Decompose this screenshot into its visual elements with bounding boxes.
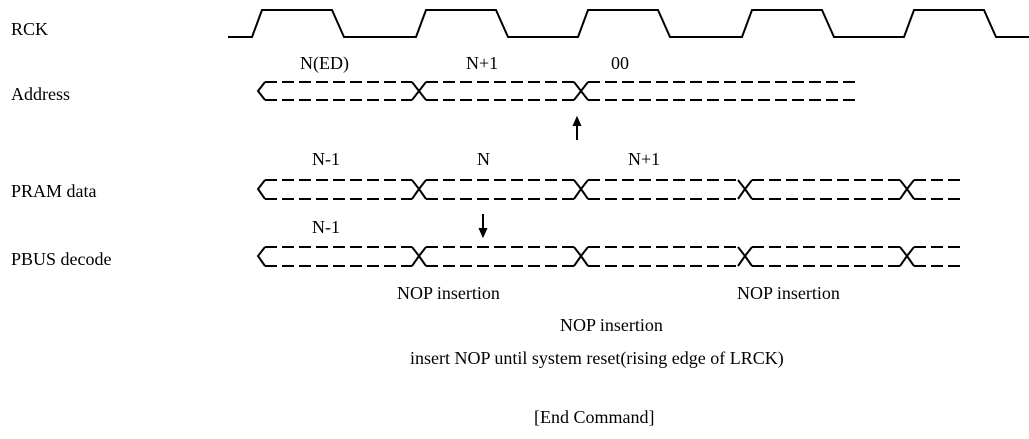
- pram-data-bus: [256, 179, 962, 200]
- pbus-decode-bus: [256, 246, 962, 267]
- address-bus: [256, 81, 860, 101]
- signal-label-pram-data: PRAM data: [11, 181, 97, 201]
- pram-value-1: N-1: [312, 149, 340, 169]
- address-value-2: N+1: [466, 53, 499, 73]
- nop-insertion-note-2: NOP insertion: [737, 283, 840, 303]
- insert-nop-note: insert NOP until system reset(rising edg…: [410, 348, 784, 368]
- signal-label-rck: RCK: [11, 19, 49, 39]
- nop-insertion-note-1: NOP insertion: [397, 283, 500, 303]
- address-value-1: N(ED): [300, 53, 349, 73]
- pbus-value-1: N-1: [312, 217, 340, 237]
- address-value-3: 00: [611, 53, 629, 73]
- rck-waveform: [228, 9, 1029, 38]
- signal-label-pbus-decode: PBUS decode: [11, 249, 112, 269]
- pram-value-2: N: [477, 149, 490, 169]
- signal-label-address: Address: [11, 84, 70, 104]
- diagram-caption: [End Command]: [534, 407, 655, 427]
- nop-insertion-note-3: NOP insertion: [560, 315, 663, 335]
- pram-value-3: N+1: [628, 149, 661, 169]
